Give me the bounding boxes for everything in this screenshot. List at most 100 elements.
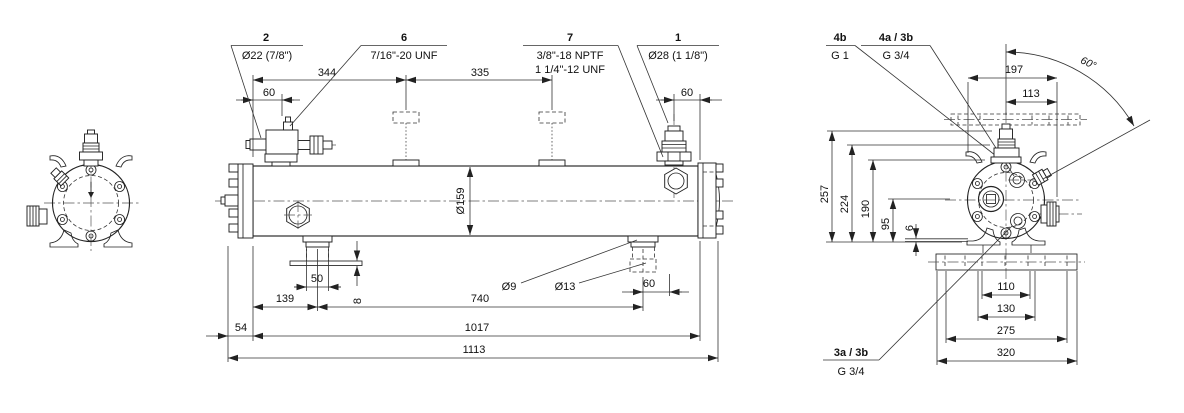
callout-6: 6 7/16"-20 UNF — [289, 32, 447, 127]
item-number: 1 — [675, 32, 681, 44]
right-flange — [697, 162, 724, 239]
leader-line — [230, 45, 262, 139]
dim-335: 335 — [406, 67, 552, 84]
dim-text: 60 — [643, 278, 655, 290]
item-number: 2 — [263, 32, 269, 44]
item-spec: 7/16"-20 UNF — [371, 50, 438, 62]
dim-text: 6 — [904, 225, 916, 231]
flow-arrow-head — [88, 192, 94, 198]
dim-text: 60 — [681, 87, 693, 99]
dim-54: 54 — [206, 322, 253, 340]
side-plug — [26, 205, 48, 227]
dim-60-foot: 60 — [622, 278, 689, 296]
dim-text: 50 — [311, 273, 323, 285]
item-number: 7 — [567, 32, 573, 44]
ear-bracket — [49, 155, 67, 168]
top-rail — [944, 113, 1087, 126]
end-view-dimensions: 197 113 60° 257 224 190 — [819, 44, 1151, 365]
dim-text: Ø9 — [502, 281, 517, 293]
leader-line — [854, 45, 1001, 160]
dim-1113: 1113 — [228, 344, 718, 362]
callout-1: 1 Ø28 (1 1/8") — [636, 32, 719, 124]
dim-hole-13: Ø13 — [555, 262, 647, 293]
right-end-view — [928, 112, 1087, 288]
ear-bracket — [965, 151, 983, 164]
top-valve — [990, 123, 1022, 164]
dim-60-connection: 60 — [656, 87, 722, 104]
dim-text: Ø13 — [555, 281, 576, 293]
callout-labels: 2 Ø22 (7/8") 6 7/16"-20 UNF 7 3/8"-18 NP… — [230, 32, 1015, 378]
left-flange — [220, 163, 254, 239]
item-spec: 3/8"-18 NPTF — [537, 50, 604, 62]
dim-50: 50 — [294, 249, 341, 291]
ear-bracket — [115, 155, 133, 168]
item-spec: Ø28 (1 1/8") — [648, 50, 708, 62]
dim-1017: 1017 — [253, 322, 700, 340]
dim-text: 257 — [819, 185, 831, 203]
dim-224: 224 — [839, 145, 856, 242]
dim-275: 275 — [946, 325, 1067, 343]
foot-bracket — [49, 229, 79, 248]
item-spec: G 3/4 — [883, 50, 910, 62]
dim-text: 60° — [1079, 54, 1098, 72]
dim-95: 95 — [880, 199, 897, 242]
dim-text: 335 — [471, 67, 489, 79]
dim-344: 344 — [253, 67, 406, 84]
dim-text: 320 — [997, 347, 1015, 359]
left-foot — [289, 235, 363, 266]
side-view — [215, 111, 735, 275]
dim-text: 190 — [860, 200, 872, 218]
foot-bracket — [103, 229, 133, 248]
item-spec: 1 1/4"-12 UNF — [535, 64, 605, 76]
connection-boss-7 — [538, 111, 566, 167]
item-number: 6 — [401, 32, 407, 44]
foot-bracket — [1011, 227, 1046, 246]
left-end-view — [26, 129, 139, 251]
right-foot — [627, 235, 659, 275]
dim-text: 275 — [997, 325, 1015, 337]
dim-text: 344 — [318, 67, 336, 79]
bottom-rail — [928, 253, 1085, 271]
ear-bracket — [1029, 151, 1047, 164]
dim-text: 1017 — [465, 322, 489, 334]
item-number: 4b — [834, 32, 847, 44]
leader-line — [289, 45, 362, 127]
dim-hole-9: Ø9 — [502, 239, 638, 293]
dim-text: 113 — [1022, 88, 1040, 100]
dim-text: 110 — [997, 281, 1015, 293]
callout-2: 2 Ø22 (7/8") — [230, 32, 303, 139]
leader-line — [878, 225, 1013, 361]
callout-7: 7 3/8"-18 NPTF 1 1/4"-12 UNF — [523, 32, 664, 158]
dim-text: 130 — [997, 303, 1015, 315]
connection-1 — [656, 114, 692, 198]
callout-4a-3b: 4a / 3b G 3/4 — [861, 32, 1015, 177]
item-number: 4a / 3b — [879, 32, 914, 44]
foot-bracket — [966, 227, 1001, 246]
item-number: 3a / 3b — [834, 347, 869, 359]
port-lower-right — [1010, 213, 1026, 229]
item-spec: Ø22 (7/8") — [242, 50, 292, 62]
dim-320: 320 — [937, 347, 1077, 365]
foot-plate-section — [289, 260, 363, 266]
dim-shell-diameter: Ø159 — [455, 167, 474, 235]
side-view-dimensions: 344 335 60 60 Ø159 50 — [206, 67, 722, 362]
main-port-g1 — [977, 185, 1005, 213]
side-plug — [1038, 201, 1082, 227]
shell-port-hex — [284, 201, 312, 229]
item-spec: G 1 — [831, 50, 849, 62]
dim-113: 113 — [1006, 88, 1057, 106]
leader-line — [617, 45, 664, 158]
connection-boss-6 — [392, 111, 420, 167]
dim-190: 190 — [860, 160, 877, 242]
dim-6: 6 — [904, 224, 920, 256]
dim-110: 110 — [982, 281, 1030, 299]
dim-text: 224 — [839, 195, 851, 213]
callout-4b: 4b G 1 — [826, 32, 1001, 160]
dim-text: 60 — [263, 87, 275, 99]
leader-line — [636, 45, 669, 124]
flange-bolts — [56, 164, 126, 242]
dim-text: 54 — [235, 322, 247, 334]
item-spec: G 3/4 — [838, 366, 865, 378]
